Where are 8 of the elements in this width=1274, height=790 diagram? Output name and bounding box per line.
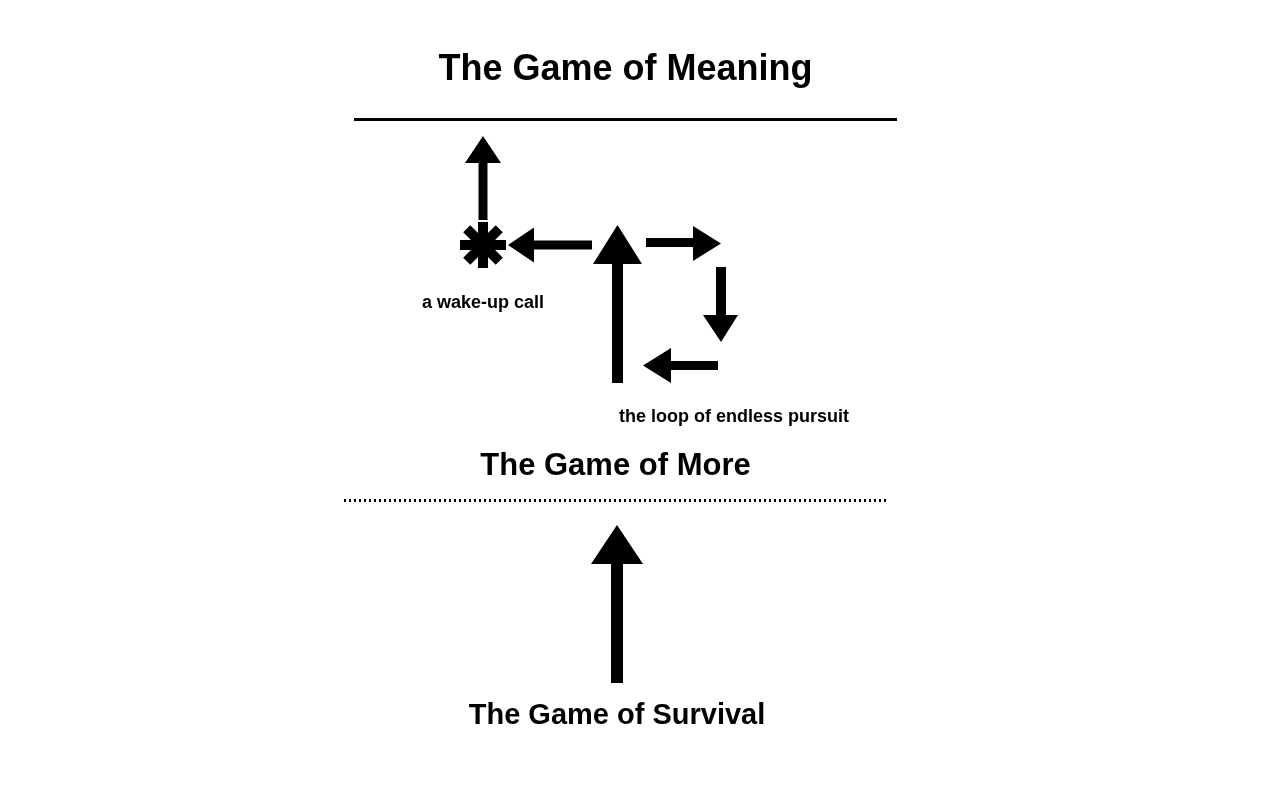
arrow xyxy=(591,525,643,683)
arrow xyxy=(508,227,592,263)
level-title: The Game of Meaning xyxy=(438,45,813,90)
node-label: the loop of endless pursuit xyxy=(619,405,849,427)
node-label: a wake-up call xyxy=(421,291,545,313)
level-title: The Game of More xyxy=(480,446,751,484)
level-title: The Game of Survival xyxy=(468,697,766,732)
arrow xyxy=(465,136,501,220)
